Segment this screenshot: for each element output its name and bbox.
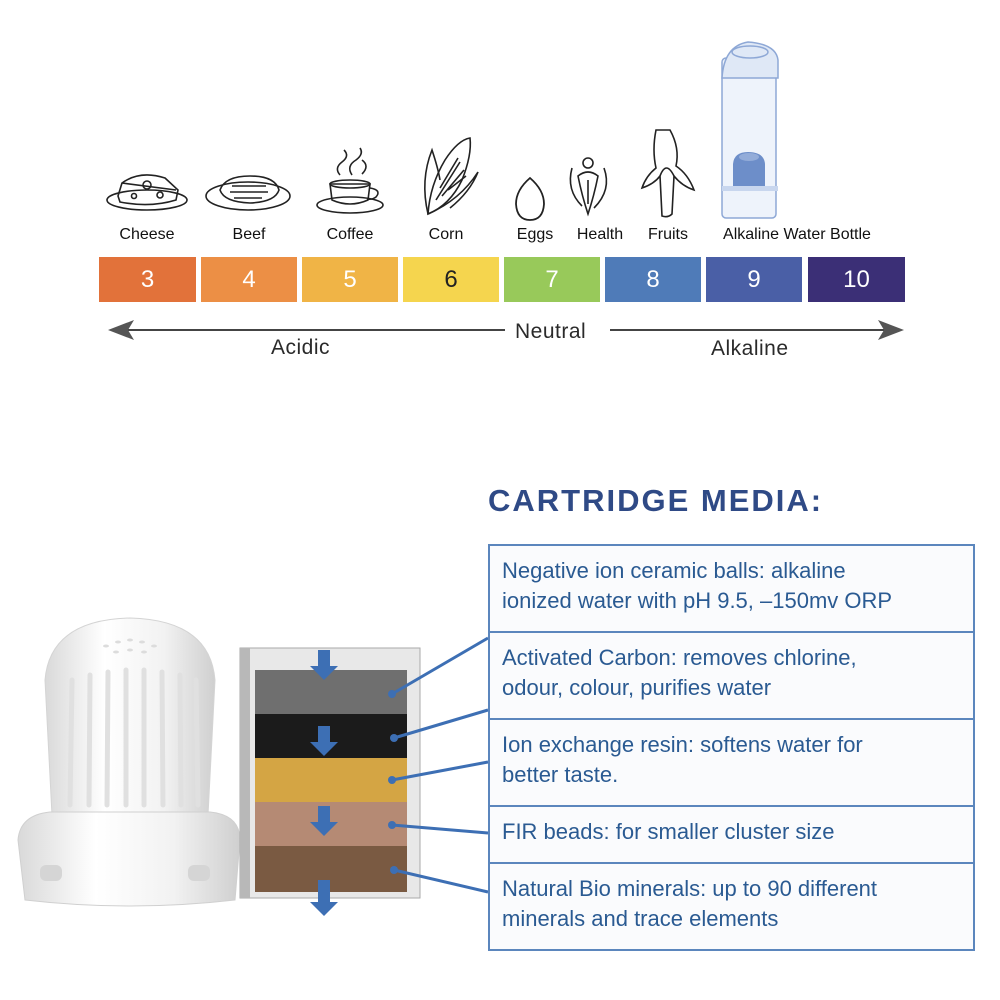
food-icons-row [106, 41, 779, 221]
media-layer-bio-minerals: Natural Bio minerals: up to 90 different… [488, 862, 975, 951]
label-fruits: Fruits [648, 226, 688, 243]
label-corn: Corn [428, 226, 464, 243]
layer-text-line: minerals and trace elements [502, 906, 779, 931]
ph-cell-9: 9 [706, 257, 802, 302]
egg-icon [515, 176, 545, 221]
banana-icon [640, 129, 696, 218]
layer-text-line: Natural Bio minerals: up to 90 different [502, 876, 878, 901]
layer-text-line: better taste. [502, 762, 619, 787]
ph-cell-3: 3 [99, 257, 196, 302]
ph-cell-6: 6 [403, 257, 499, 302]
ph-cell-4: 4 [201, 257, 297, 302]
ph-cell-7: 7 [504, 257, 600, 302]
media-layer-activated-carbon: Activated Carbon: removes chlorine, odou… [488, 631, 975, 720]
ph-cell-10: 10 [808, 257, 905, 302]
cheese-icon [106, 174, 188, 211]
flow-arrows [310, 650, 338, 916]
layer-text-line: ionized water with pH 9.5, –150mv ORP [502, 588, 893, 613]
media-layer-ion-exchange-resin: Ion exchange resin: softens water for be… [488, 718, 975, 807]
axis-label-acidic: Acidic [271, 336, 331, 359]
cartridge-media-title: CARTRIDGE MEDIA: [488, 483, 824, 518]
ph-axis-arrow [108, 320, 904, 340]
beef-icon [205, 175, 291, 211]
connector-lines [388, 636, 489, 894]
filter-cartridge-image [17, 617, 240, 907]
water-bottle-icon [721, 41, 779, 219]
layer-text-line: Negative ion ceramic balls: alkaline [502, 558, 846, 583]
axis-label-neutral: Neutral [515, 320, 587, 343]
ph-cell-5: 5 [302, 257, 398, 302]
axis-label-alkaline: Alkaline [711, 337, 789, 360]
ph-scale-bar: 3 4 5 6 7 8 9 10 [99, 257, 905, 302]
cartridge-cross-section [239, 647, 421, 916]
label-health: Health [576, 226, 624, 243]
layer-text-line: FIR beads: for smaller cluster size [502, 819, 835, 844]
media-layer-ceramic-balls: Negative ion ceramic balls: alkaline ion… [488, 544, 975, 633]
label-coffee: Coffee [326, 226, 374, 243]
corn-icon [424, 137, 479, 216]
ph-cell-8: 8 [605, 257, 701, 302]
label-cheese: Cheese [119, 226, 175, 243]
coffee-icon [316, 147, 384, 214]
layer-text-line: odour, colour, purifies water [502, 675, 772, 700]
layer-text-line: Activated Carbon: removes chlorine, [502, 645, 857, 670]
media-layer-fir-beads: FIR beads: for smaller cluster size [488, 805, 975, 864]
label-alkaline-water-bottle: Alkaline Water Bottle [723, 226, 871, 243]
health-icon [569, 157, 608, 217]
label-beef: Beef [232, 226, 266, 243]
layer-text-line: Ion exchange resin: softens water for [502, 732, 863, 757]
label-eggs: Eggs [516, 226, 554, 243]
